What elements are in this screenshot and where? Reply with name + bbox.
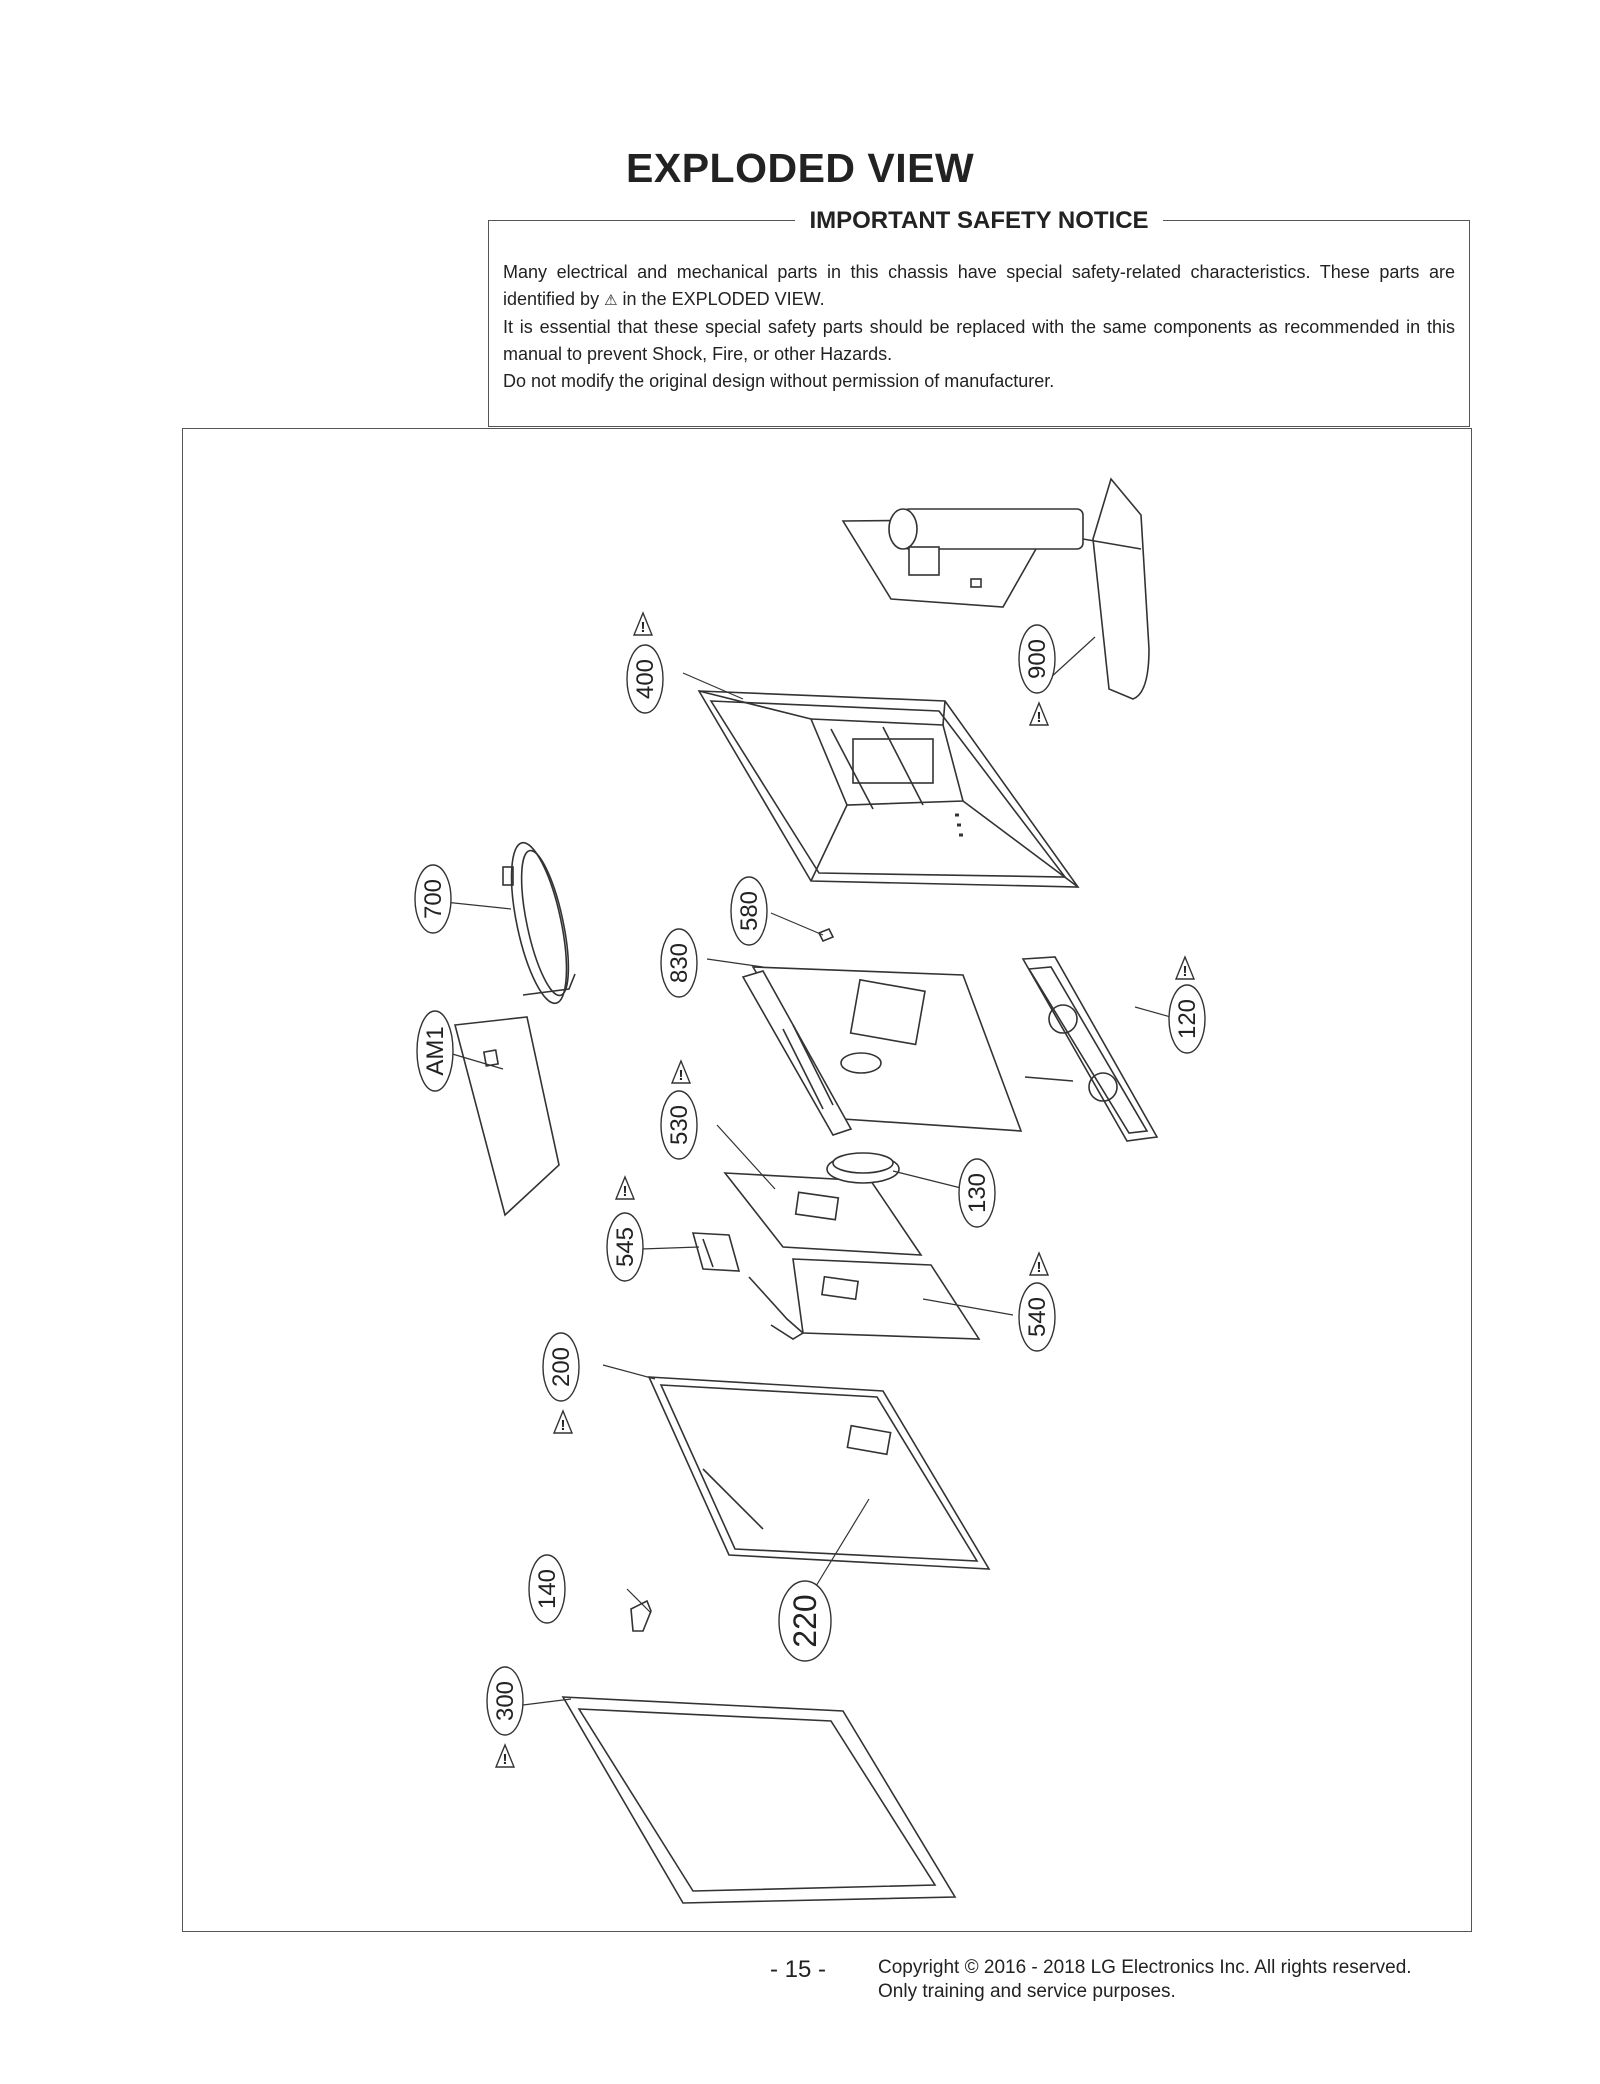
- svg-text:400: 400: [632, 659, 659, 699]
- safety-notice-box: IMPORTANT SAFETY NOTICE Many electrical …: [488, 207, 1470, 427]
- notice-paragraph-1: Many electrical and mechanical parts in …: [503, 259, 1455, 314]
- copyright-line-1: Copyright © 2016 - 2018 LG Electronics I…: [878, 1957, 1412, 1978]
- svg-text:!: !: [503, 1751, 508, 1768]
- warning-triangle-icon: !: [1028, 701, 1050, 726]
- part-front-frame-300: [561, 1696, 957, 1904]
- warning-triangle-icon: !: [1028, 1251, 1050, 1276]
- copyright-notice: Copyright © 2016 - 2018 LG Electronics I…: [878, 1956, 1412, 2004]
- callout-300: 300: [486, 1666, 524, 1736]
- warning-triangle-icon: !: [1174, 955, 1196, 980]
- warning-triangle-icon: !: [632, 611, 654, 636]
- page-number: - 15 -: [770, 1956, 827, 1983]
- svg-text:830: 830: [666, 943, 693, 983]
- svg-text:900: 900: [1024, 639, 1051, 679]
- svg-text:580: 580: [736, 891, 763, 931]
- callout-700: 700: [414, 864, 452, 934]
- svg-text:140: 140: [534, 1569, 561, 1609]
- svg-text:!: !: [1037, 709, 1042, 726]
- callout-830: 830: [660, 928, 698, 998]
- part-shield-830: [741, 966, 1023, 1136]
- svg-text:!: !: [1037, 1259, 1042, 1276]
- svg-text:300: 300: [492, 1681, 519, 1721]
- svg-text:!: !: [623, 1183, 628, 1200]
- page-title: EXPLODED VIEW: [626, 145, 975, 191]
- callout-labels: 900 400 700 580 830 120 AM1 530 130 545 …: [414, 624, 1206, 1736]
- svg-text:!: !: [679, 1067, 684, 1084]
- part-580: [817, 927, 835, 943]
- callout-220: 220: [778, 1580, 832, 1662]
- warning-triangle-icon: !: [614, 1175, 636, 1200]
- callout-140: 140: [528, 1554, 566, 1624]
- callout-540: 540: [1018, 1282, 1056, 1352]
- warning-triangle-icon: !: [670, 1059, 692, 1084]
- safety-markers: ! ! ! ! ! ! ! !: [494, 611, 1196, 1768]
- callout-400: 400: [626, 644, 664, 714]
- leader-lines: [434, 636, 1186, 1706]
- warning-triangle-icon: ⚠: [604, 292, 618, 309]
- callout-545: 545: [606, 1212, 644, 1282]
- part-power-board-120: [1021, 956, 1159, 1142]
- callout-200: 200: [542, 1332, 580, 1402]
- notice-paragraph-2: It is essential that these special safet…: [503, 317, 1455, 364]
- svg-text:!: !: [561, 1417, 566, 1434]
- callout-120: 120: [1168, 984, 1206, 1054]
- safety-notice-heading: IMPORTANT SAFETY NOTICE: [795, 207, 1163, 234]
- svg-text:!: !: [1183, 963, 1188, 980]
- svg-text:530: 530: [666, 1105, 693, 1145]
- exploded-view-diagram: 900 400 700 580 830 120 AM1 530 130 545 …: [182, 428, 1472, 1932]
- safety-notice-body: Many electrical and mechanical parts in …: [503, 259, 1455, 395]
- svg-text:AM1: AM1: [422, 1026, 449, 1075]
- part-shield-530: [723, 1172, 923, 1256]
- part-back-cover-400: [697, 690, 1080, 888]
- svg-text:700: 700: [420, 879, 447, 919]
- part-bracket-545: [691, 1232, 741, 1272]
- part-frame-200: [647, 1376, 991, 1570]
- warning-triangle-icon: !: [494, 1743, 516, 1768]
- callout-am1: AM1: [416, 1010, 454, 1092]
- callout-900: 900: [1018, 624, 1056, 694]
- warning-triangle-icon: !: [552, 1409, 574, 1434]
- notice-paragraph-3: Do not modify the original design withou…: [503, 371, 1055, 391]
- svg-text:540: 540: [1024, 1297, 1051, 1337]
- svg-text:220: 220: [787, 1594, 823, 1647]
- part-board-am1: [453, 1016, 560, 1217]
- part-power-cord-700: [502, 841, 576, 1005]
- callout-130: 130: [958, 1158, 996, 1228]
- part-140: [630, 1599, 652, 1632]
- part-main-board-540: [748, 1258, 981, 1340]
- callout-580: 580: [730, 876, 768, 946]
- svg-text:200: 200: [548, 1347, 575, 1387]
- svg-text:!: !: [641, 619, 646, 636]
- part-stand-900: [841, 477, 1150, 700]
- part-speaker-130: [826, 1152, 900, 1184]
- svg-text:545: 545: [612, 1227, 639, 1267]
- svg-text:120: 120: [1174, 999, 1201, 1039]
- svg-text:130: 130: [964, 1173, 991, 1213]
- exploded-view-drawing: 900 400 700 580 830 120 AM1 530 130 545 …: [414, 477, 1206, 1904]
- copyright-line-2: Only training and service purposes.: [878, 1981, 1176, 2002]
- callout-530: 530: [660, 1090, 698, 1160]
